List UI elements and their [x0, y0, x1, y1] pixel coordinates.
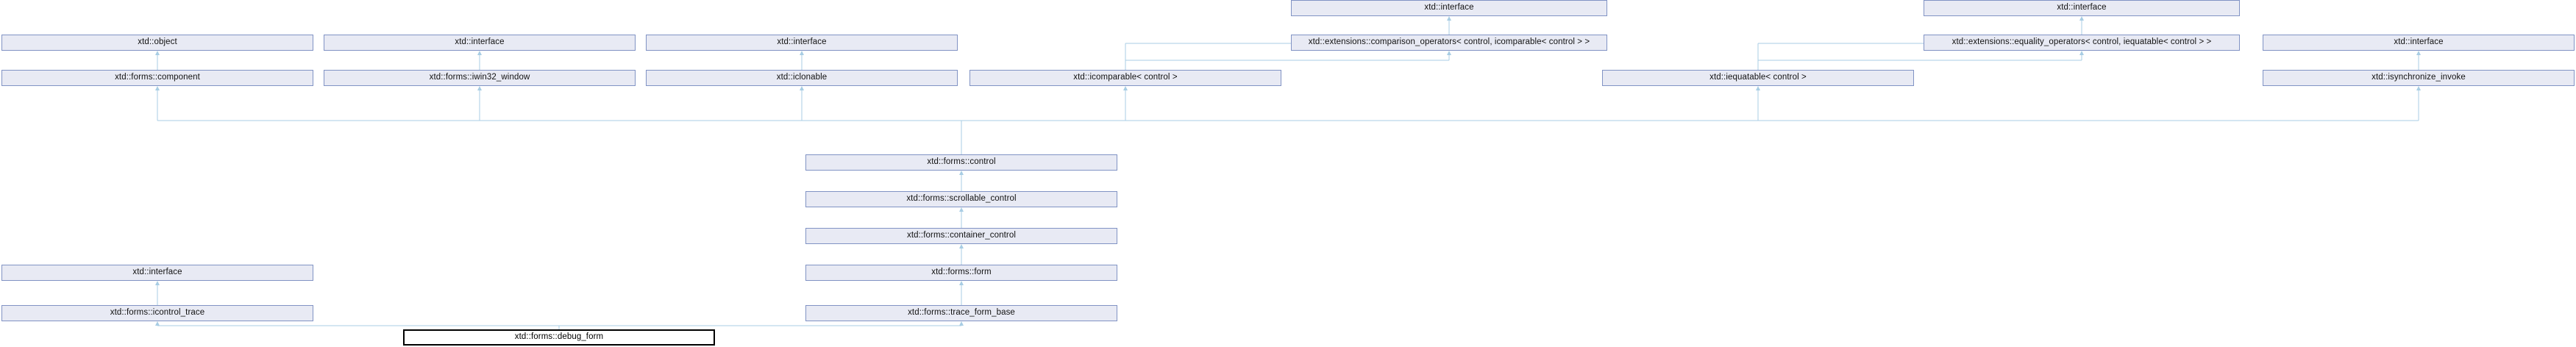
class-node-cmp_ops[interactable]: xtd::extensions::comparison_operators< c…: [1291, 35, 1607, 51]
class-node-label: xtd::iequatable< control >: [1709, 73, 1807, 82]
class-node-label: xtd::isynchronize_invoke: [2372, 73, 2466, 82]
class-node-label: xtd::interface: [455, 37, 505, 47]
class-node-label: xtd::interface: [2394, 37, 2444, 47]
class-node-iface_clone[interactable]: xtd::interface: [646, 35, 958, 51]
class-node-label: xtd::forms::debug_form: [514, 332, 604, 342]
class-node-icomparable[interactable]: xtd::icomparable< control >: [969, 70, 1281, 86]
class-node-label: xtd::forms::control: [927, 157, 996, 167]
class-node-object[interactable]: xtd::object: [1, 35, 313, 51]
class-node-label: xtd::forms::component: [115, 73, 200, 82]
class-node-container[interactable]: xtd::forms::container_control: [805, 228, 1117, 244]
class-node-label: xtd::iclonable: [776, 73, 828, 82]
class-node-label: xtd::forms::icontrol_trace: [110, 308, 205, 318]
class-node-label: xtd::forms::container_control: [907, 231, 1016, 240]
class-node-label: xtd::icomparable< control >: [1073, 73, 1178, 82]
class-node-iequatable[interactable]: xtd::iequatable< control >: [1602, 70, 1914, 86]
class-node-iface_eq_top[interactable]: xtd::interface: [1924, 0, 2240, 16]
class-node-label: xtd::extensions::comparison_operators< c…: [1308, 37, 1590, 47]
class-node-form[interactable]: xtd::forms::form: [805, 265, 1117, 281]
class-node-label: xtd::forms::trace_form_base: [908, 308, 1015, 318]
class-node-label: xtd::extensions::equality_operators< con…: [1951, 37, 2212, 47]
class-node-iwin32[interactable]: xtd::forms::iwin32_window: [324, 70, 636, 86]
class-node-control[interactable]: xtd::forms::control: [805, 154, 1117, 171]
class-node-component[interactable]: xtd::forms::component: [1, 70, 313, 86]
class-node-isync_invoke[interactable]: xtd::isynchronize_invoke: [2263, 70, 2575, 86]
class-node-iclonable[interactable]: xtd::iclonable: [646, 70, 958, 86]
class-node-label: xtd::interface: [1424, 3, 1474, 12]
class-node-label: xtd::interface: [2057, 3, 2107, 12]
class-node-iface_trace[interactable]: xtd::interface: [1, 265, 313, 281]
class-node-debug_form[interactable]: xtd::forms::debug_form: [403, 329, 715, 346]
class-node-label: xtd::interface: [132, 268, 182, 277]
class-node-icontrol_trace[interactable]: xtd::forms::icontrol_trace: [1, 305, 313, 321]
class-node-label: xtd::object: [138, 37, 177, 47]
class-node-label: xtd::interface: [777, 37, 827, 47]
class-node-label: xtd::forms::form: [931, 268, 992, 277]
class-node-label: xtd::forms::iwin32_window: [429, 73, 530, 82]
class-node-iface_cmp_top[interactable]: xtd::interface: [1291, 0, 1607, 16]
class-node-trace_base[interactable]: xtd::forms::trace_form_base: [805, 305, 1117, 321]
class-node-scrollable[interactable]: xtd::forms::scrollable_control: [805, 191, 1117, 207]
class-node-iface_comp[interactable]: xtd::interface: [324, 35, 636, 51]
class-node-label: xtd::forms::scrollable_control: [906, 194, 1017, 204]
class-node-iface_sync[interactable]: xtd::interface: [2263, 35, 2575, 51]
class-node-eq_ops[interactable]: xtd::extensions::equality_operators< con…: [1924, 35, 2240, 51]
